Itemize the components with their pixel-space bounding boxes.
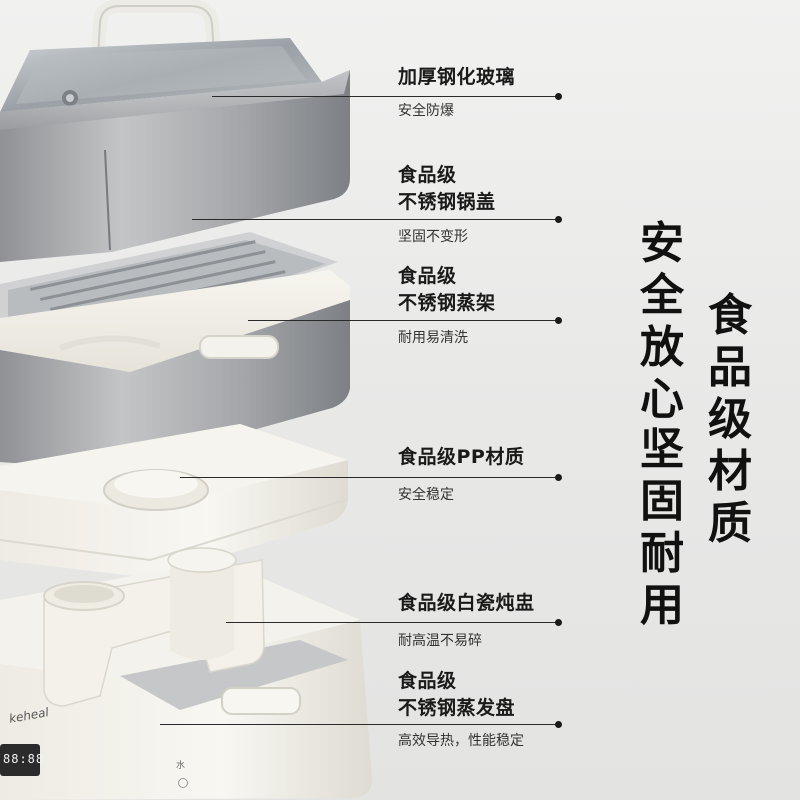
glass-lid [0, 0, 350, 262]
headline-food-grade: 食品级材质 [708, 290, 752, 549]
headline-safe: 安全放心 [640, 218, 684, 425]
panel-button-icon [178, 778, 188, 788]
steamer-basket [0, 270, 350, 470]
water-level-mark: 水 [176, 761, 186, 771]
pp-tray [0, 424, 348, 578]
steamer-base [0, 547, 372, 800]
control-display: 88:88 [3, 752, 45, 766]
headline-durable: 坚固耐用 [640, 424, 684, 631]
